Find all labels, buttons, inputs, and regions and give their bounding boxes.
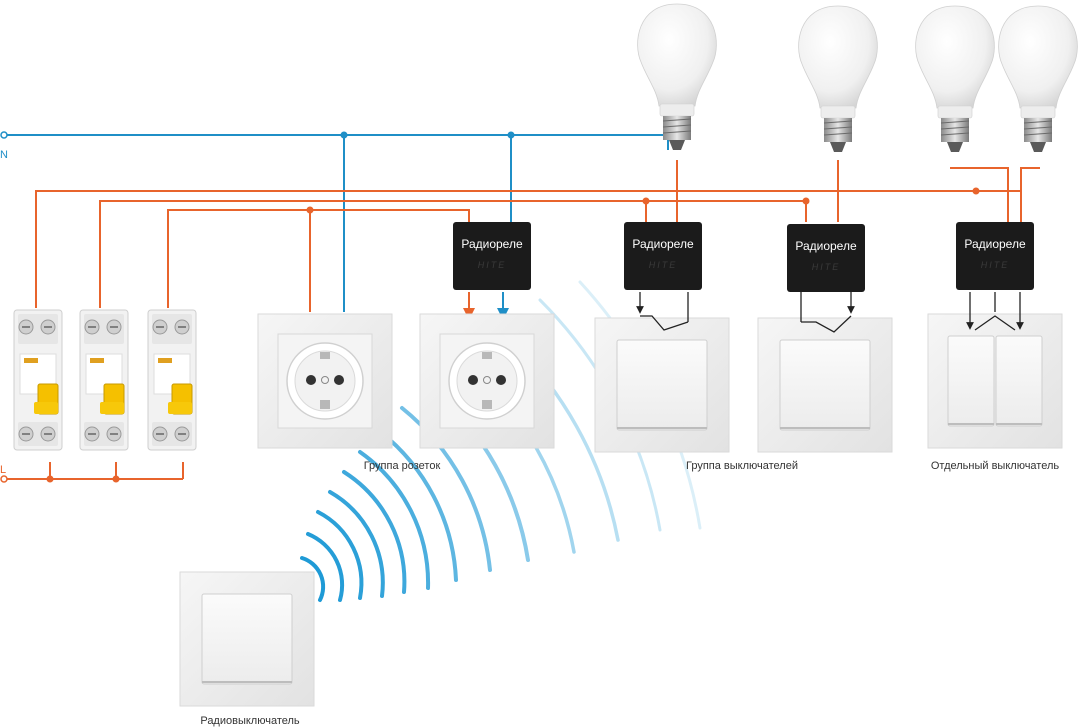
switch-icon [757, 317, 893, 453]
bulb-icon [637, 3, 717, 151]
breaker-icon [79, 309, 129, 451]
relay-icon: Радиореле HITE [624, 222, 702, 290]
switches-caption: Группа выключателей [686, 460, 798, 472]
relay-brand: HITE [812, 262, 841, 272]
bulb-icon [915, 5, 995, 153]
relay-icon: Радиореле HITE [956, 222, 1034, 290]
relay-icon: Радиореле HITE [453, 222, 531, 290]
relay-label: Радиореле [461, 237, 523, 251]
switch-icon [594, 317, 730, 453]
bulb-icon [998, 5, 1078, 153]
socket-icon [419, 313, 555, 449]
relay-label: Радиореле [632, 237, 694, 251]
relay-switch-wiring [636, 292, 1024, 333]
relay-brand: HITE [981, 260, 1010, 270]
radio-switch-caption: Радиовыключатель [200, 715, 300, 727]
socket-icon [257, 313, 393, 449]
bulb-icon [798, 5, 878, 153]
breaker-icon [13, 309, 63, 451]
neutral-label: N [0, 149, 8, 161]
relay-brand: HITE [478, 260, 507, 270]
relay-icon: Радиореле HITE [787, 224, 865, 292]
switch-icon [927, 313, 1063, 449]
live-label: L [0, 464, 6, 476]
relay-brand: HITE [649, 260, 678, 270]
sockets-caption: Группа розеток [364, 460, 441, 472]
radio-switch-icon [179, 571, 315, 707]
relay-label: Радиореле [795, 239, 857, 253]
separate-switch-caption: Отдельный выключатель [931, 460, 1060, 472]
relay-label: Радиореле [964, 237, 1026, 251]
breaker-icon [147, 309, 197, 451]
live-wire [6, 160, 1040, 480]
neutral-wire [6, 134, 669, 320]
